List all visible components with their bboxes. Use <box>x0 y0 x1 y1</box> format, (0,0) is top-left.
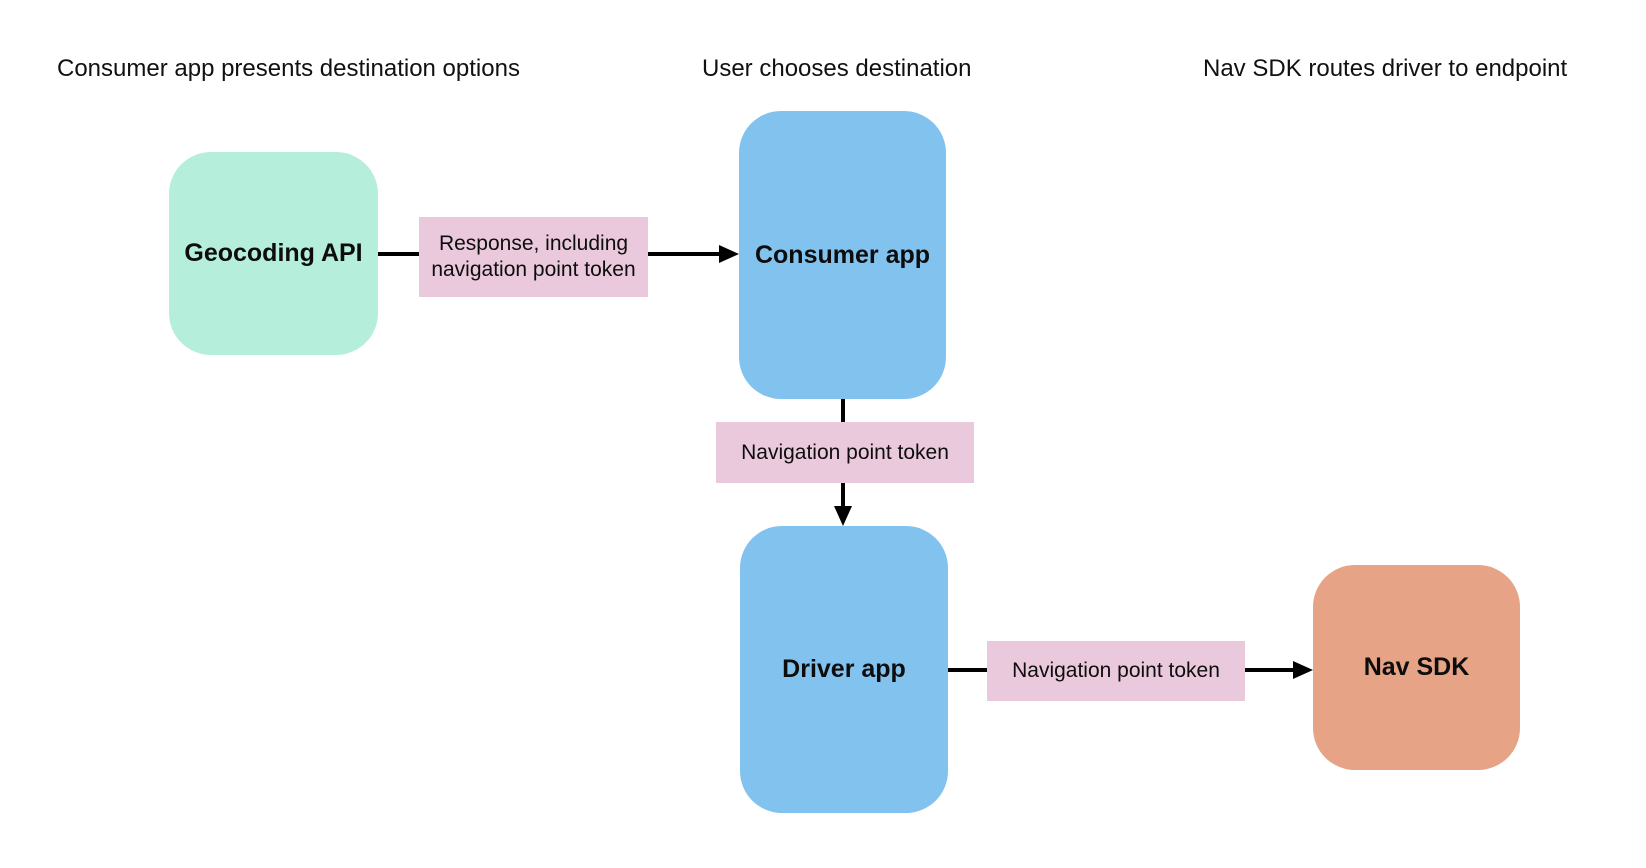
arrowhead-down-icon <box>834 506 852 526</box>
arrowhead-right-icon <box>719 245 739 263</box>
node-driver-app: Driver app <box>740 526 948 813</box>
edge-label-response-token: Response, including navigation point tok… <box>419 217 648 297</box>
column-header-user-chooses: User chooses destination <box>702 55 972 82</box>
column-header-consumer-presents: Consumer app presents destination option… <box>57 55 520 82</box>
column-header-navsdk-routes: Nav SDK routes driver to endpoint <box>1203 55 1568 82</box>
node-nav-sdk: Nav SDK <box>1313 565 1520 770</box>
node-consumer-app: Consumer app <box>739 111 946 399</box>
arrowhead-right-icon <box>1293 661 1313 679</box>
edge-label-navigation-point-token: Navigation point token <box>987 641 1245 701</box>
node-geocoding-api: Geocoding API <box>169 152 378 355</box>
edge-label-navigation-point-token: Navigation point token <box>716 422 974 483</box>
